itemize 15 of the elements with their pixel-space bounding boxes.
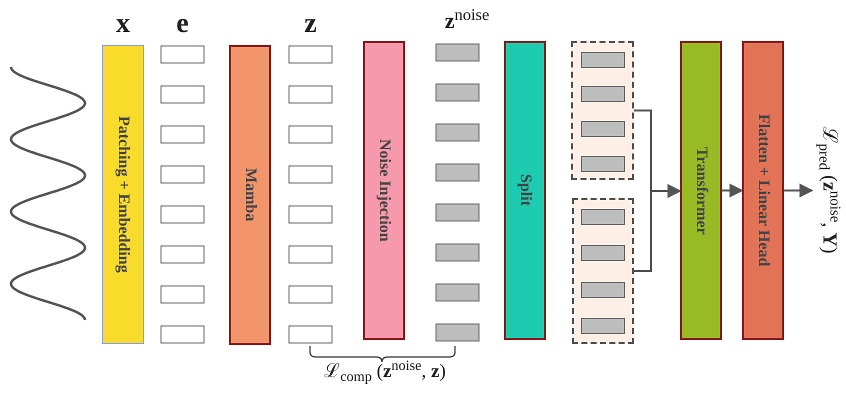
layer-block: Mamba bbox=[229, 45, 271, 345]
variable-label: e bbox=[175, 10, 190, 38]
layer-block: Flatten + Linear Head bbox=[742, 41, 784, 340]
dashed-group bbox=[572, 198, 634, 344]
arrow bbox=[634, 184, 682, 272]
variable-label: z bbox=[303, 10, 318, 38]
dashed-group bbox=[571, 41, 634, 180]
layer-block: Noise Injection bbox=[363, 41, 405, 340]
arrow bbox=[722, 184, 744, 198]
variable-label: z$^{noise}$ bbox=[444, 10, 490, 32]
arrow bbox=[784, 184, 814, 198]
layer-block: Patching + Embedding bbox=[102, 45, 144, 344]
layer-block: Transformer bbox=[680, 41, 722, 340]
variable-label: x bbox=[115, 10, 131, 38]
layer-block: Split bbox=[504, 41, 546, 340]
